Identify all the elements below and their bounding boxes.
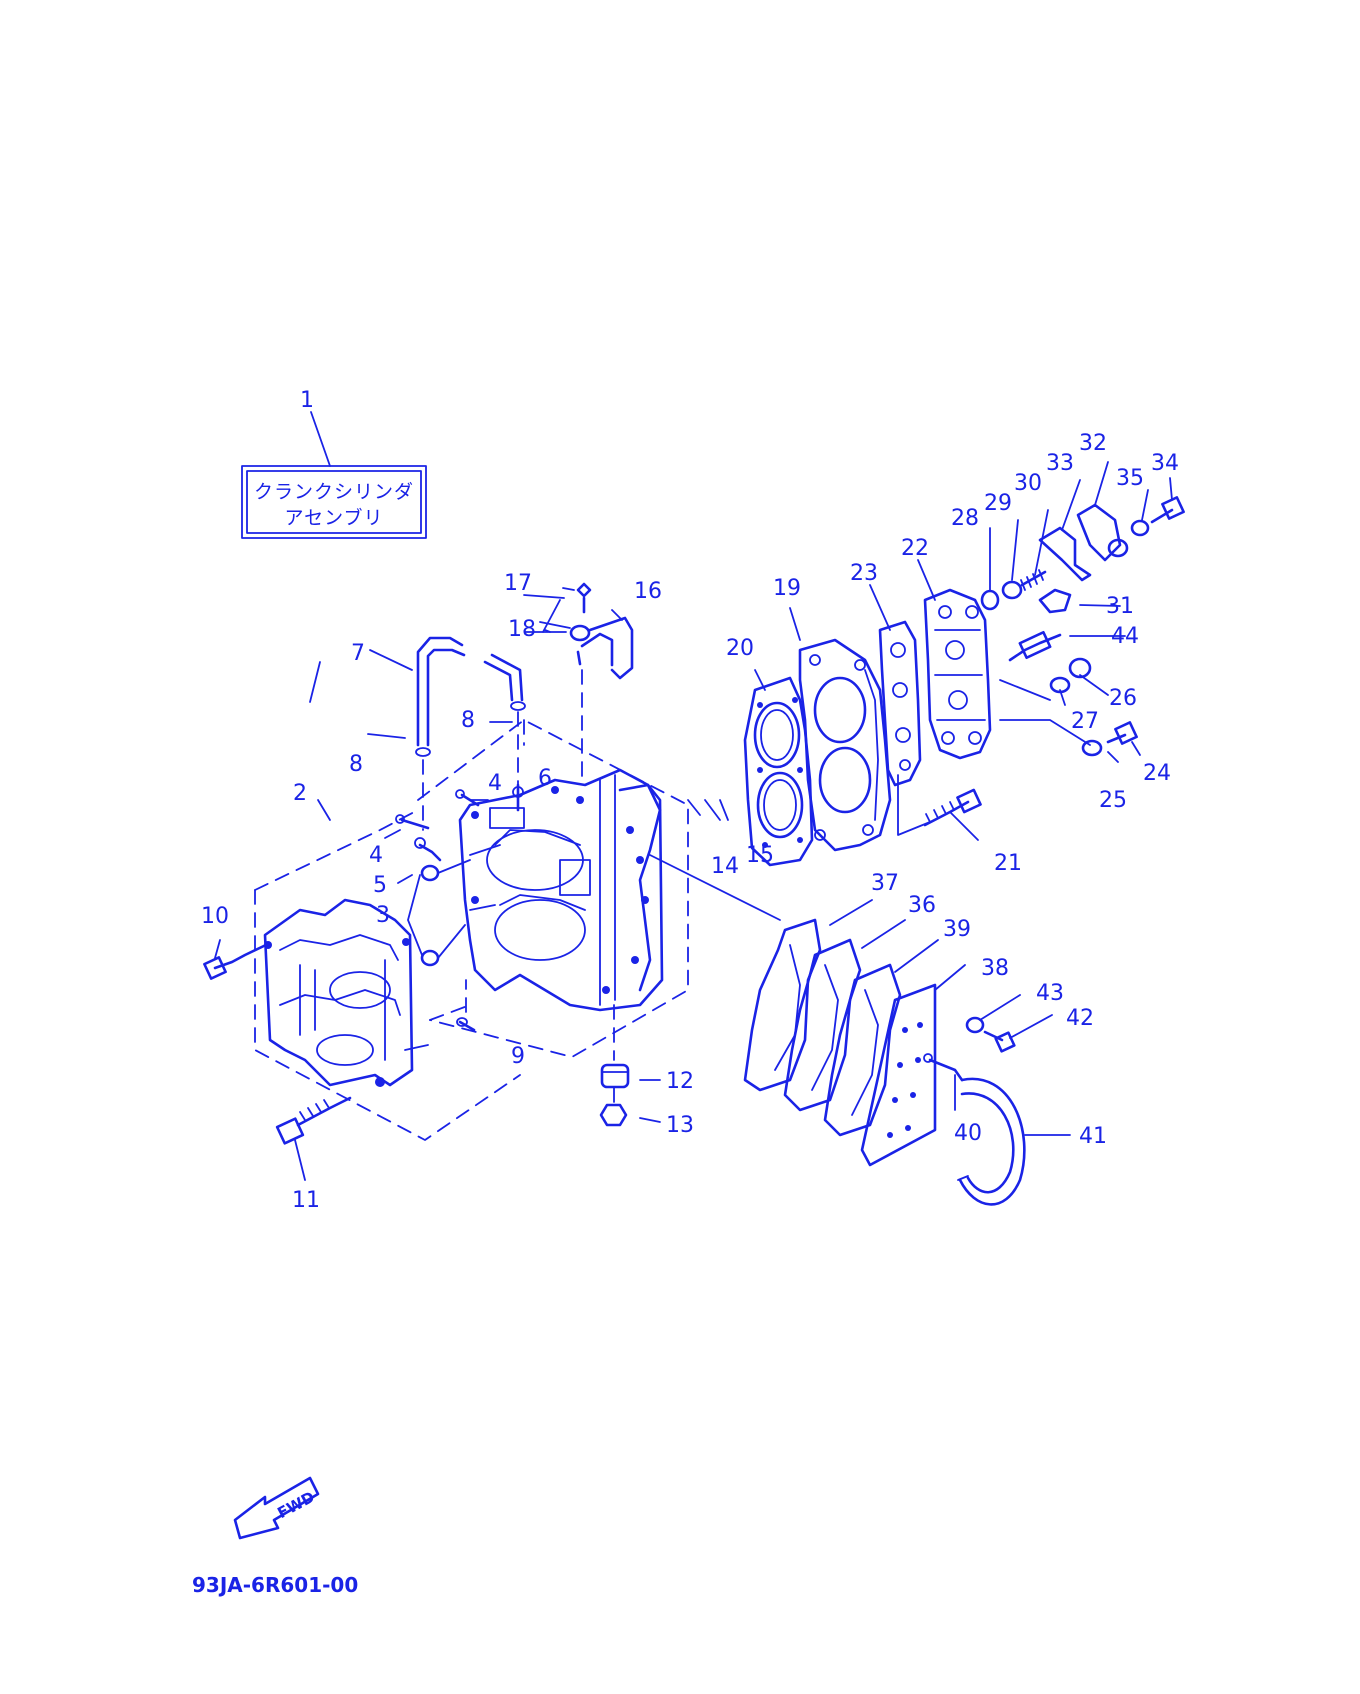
callout-31: 31 — [1106, 594, 1134, 619]
callout-40: 40 — [954, 1121, 982, 1146]
callout-11: 11 — [292, 1188, 320, 1213]
callout-19: 19 — [773, 576, 801, 601]
callout-4-lower: 4 — [369, 843, 383, 868]
exhaust-cover-group — [649, 854, 1026, 1206]
callout-2: 2 — [293, 781, 307, 806]
callout-33: 33 — [1046, 451, 1074, 476]
callout-29: 29 — [984, 491, 1012, 516]
callout-32: 32 — [1079, 431, 1107, 456]
callout-41: 41 — [1079, 1124, 1107, 1149]
callout-43: 43 — [1036, 981, 1064, 1006]
callout-5: 5 — [373, 873, 387, 898]
crankcase — [263, 898, 414, 1087]
callout-42: 42 — [1066, 1006, 1094, 1031]
assembly-label-line2: アセンブリ — [284, 506, 383, 529]
boundary-lines — [254, 661, 689, 1141]
callout-35: 35 — [1116, 466, 1144, 491]
callout-34: 34 — [1151, 451, 1179, 476]
callout-21: 21 — [994, 851, 1022, 876]
callout-37: 37 — [871, 871, 899, 896]
assembly-label-line1: クランクシリンダ — [254, 481, 414, 503]
callout-22: 22 — [901, 536, 929, 561]
cylinder-head-group — [743, 496, 1185, 867]
cylinder-block — [458, 768, 664, 1012]
callout-6: 6 — [538, 766, 552, 791]
callout-18: 18 — [508, 617, 536, 642]
callout-44: 44 — [1111, 624, 1139, 649]
callout-9: 9 — [511, 1044, 525, 1069]
callout-8-upper: 8 — [461, 708, 475, 733]
callout-25: 25 — [1099, 788, 1127, 813]
callout-23: 23 — [850, 561, 878, 586]
assembly-label-box: クランクシリンダ アセンブリ — [241, 411, 427, 539]
callout-12: 12 — [666, 1069, 694, 1094]
fwd-arrow-icon: FWD — [233, 1476, 320, 1540]
callout-36: 36 — [908, 893, 936, 918]
callout-13: 13 — [666, 1113, 694, 1138]
diagram-code: 93JA-6R601-00 — [192, 1573, 358, 1597]
callout-26: 26 — [1109, 686, 1137, 711]
callout-30: 30 — [1014, 471, 1042, 496]
hook-parts — [569, 582, 634, 779]
callout-16: 16 — [634, 579, 662, 604]
callout-3: 3 — [376, 903, 390, 928]
callout-24: 24 — [1143, 761, 1171, 786]
callout-1: 1 — [300, 388, 314, 413]
leader-lines — [214, 461, 1173, 1181]
callout-14: 14 — [711, 854, 739, 879]
callout-numbers: 1 2 3 4 4 5 6 7 8 8 9 10 11 12 13 14 15 … — [201, 388, 1179, 1213]
callout-10: 10 — [201, 904, 229, 929]
callout-4-upper: 4 — [488, 771, 502, 796]
callout-8-lower: 8 — [349, 752, 363, 777]
callout-28: 28 — [951, 506, 979, 531]
fwd-label: FWD — [274, 1488, 317, 1522]
callout-27: 27 — [1071, 709, 1099, 734]
callout-38: 38 — [981, 956, 1009, 981]
callout-20: 20 — [726, 636, 754, 661]
callout-7: 7 — [351, 641, 365, 666]
callout-39: 39 — [943, 917, 971, 942]
callout-17: 17 — [504, 571, 532, 596]
callout-15: 15 — [746, 843, 774, 868]
